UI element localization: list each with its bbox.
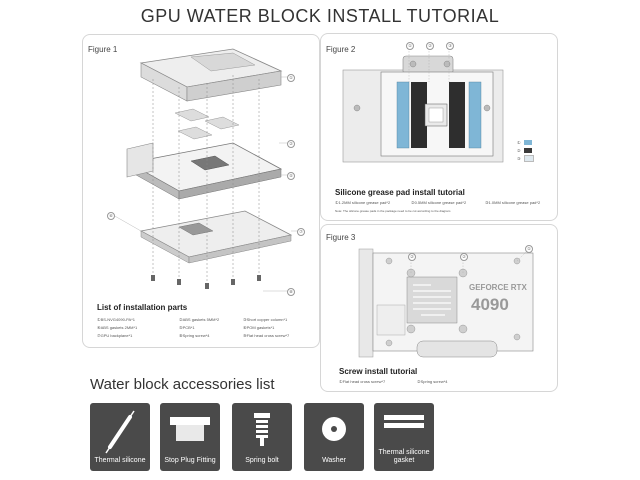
legend-num: ①	[517, 139, 521, 145]
parts-list-item: ①BS-NVG4090-PA*1	[97, 317, 135, 322]
parts-list-item: ⑧Spring screw*4	[179, 333, 210, 338]
pad-item: ②0.5MM silicone grease pad*2	[411, 200, 467, 205]
exploded-view-diagram	[112, 48, 297, 292]
parts-list-item: ⑤PCB*1	[179, 325, 195, 330]
page-title: GPU WATER BLOCK INSTALL TUTORIAL	[140, 6, 500, 26]
screw-callout: ①	[525, 245, 533, 253]
screw-item: ①Flat head cross screw*7	[339, 379, 386, 384]
figure-3-label: Figure 3	[326, 233, 356, 242]
accessory-label: Thermal silicone gasket	[378, 449, 430, 464]
accessory-card-thermal-silicone: Thermal silicone	[90, 403, 150, 471]
legend-swatch	[523, 154, 534, 162]
accessory-label: Spring bolt	[245, 457, 279, 464]
accessory-label: Thermal silicone	[94, 457, 146, 464]
accessory-card-washer: Washer	[304, 403, 364, 471]
callout-7: ⑦	[297, 228, 305, 236]
spring-bolt-icon	[254, 413, 270, 446]
callout-8: ⑧	[287, 288, 295, 296]
accessory-label: Stop Plug Fitting	[164, 457, 216, 464]
figure-2-label: Figure 2	[326, 45, 356, 54]
parts-list-item: ④ABS gaskets 2MM*1	[97, 325, 138, 330]
figure-2-panel: Figure 2 ① ② ③ ① ② ③	[320, 33, 558, 221]
screw-item: ②Spring screw*4	[417, 379, 448, 384]
pad-item: ③1.0MM silicone grease pad*2	[485, 200, 541, 205]
washer-icon	[322, 417, 346, 441]
parts-list-item: ⑥POM gaskets*1	[243, 325, 275, 330]
legend-num: ②	[517, 147, 521, 153]
callout-2: ②	[287, 140, 295, 148]
accessory-card-silicone-gasket: Thermal silicone gasket	[374, 403, 434, 471]
figure-1-panel: Figure 1	[82, 34, 320, 348]
figure-3-panel: Figure 3 ② ② ① GEFORCE RTX 4090 Screw in…	[320, 224, 558, 392]
accessories-title: Water block accessories list	[90, 376, 275, 393]
pad-legend: ① ② ③	[517, 138, 534, 162]
screw-install-diagram	[358, 248, 534, 358]
pad-note: Note: The silicone grease pads in the pa…	[335, 209, 451, 213]
legend-swatch	[523, 147, 532, 153]
callout-5: ⑤	[287, 172, 295, 180]
pad-callout: ①	[406, 42, 414, 50]
figure-1-label: Figure 1	[88, 45, 118, 54]
pad-item: ①1.2MM silicone grease pad*2	[335, 200, 391, 205]
pad-callout: ③	[446, 42, 454, 50]
parts-list-item: ⑨Flat head cross screw*7	[243, 333, 290, 338]
parts-list-title: List of installation parts	[97, 303, 188, 312]
pad-callout: ②	[426, 42, 434, 50]
callout-6: ⑥	[107, 212, 115, 220]
figure-3-caption: Screw install tutorial	[339, 367, 418, 376]
thermal-pad-diagram	[342, 48, 504, 163]
parts-list-item: ③Short copper column*1	[243, 317, 288, 322]
syringe-icon	[105, 410, 135, 454]
callout-1: ①	[287, 74, 295, 82]
accessory-label: Washer	[322, 457, 346, 464]
screw-callout: ②	[460, 253, 468, 261]
parts-list-item: ②ABS gaskets 5MM*2	[179, 317, 220, 322]
legend-swatch	[523, 139, 532, 145]
plug-icon	[170, 417, 210, 441]
accessory-card-stop-plug: Stop Plug Fitting	[160, 403, 220, 471]
figure-2-caption: Silicone grease pad install tutorial	[335, 188, 465, 197]
parts-list-item: ⑦GPU backplane*1	[97, 333, 133, 338]
accessory-card-spring-bolt: Spring bolt	[232, 403, 292, 471]
card-model: 4090	[471, 295, 509, 314]
screw-callout: ②	[408, 253, 416, 261]
gasket-icon	[384, 415, 424, 428]
card-brand: GEFORCE RTX	[469, 283, 527, 292]
legend-num: ③	[517, 155, 521, 161]
